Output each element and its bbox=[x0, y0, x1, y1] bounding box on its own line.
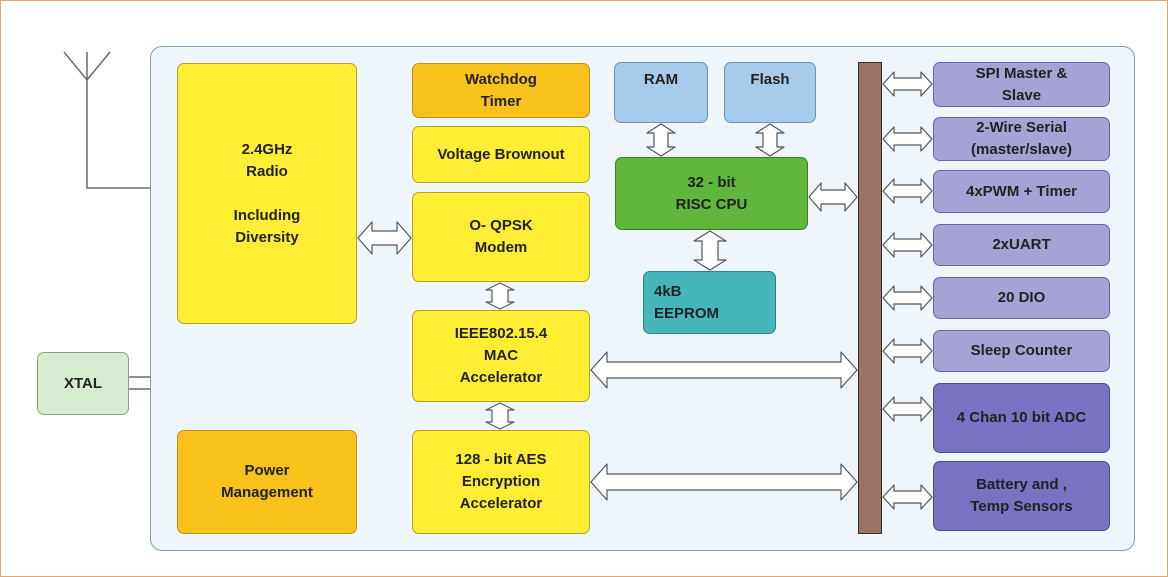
mac-accelerator-block: IEEE802.15.4 MAC Accelerator bbox=[412, 310, 590, 402]
arrow-cpu-bus bbox=[808, 182, 858, 212]
arrow-bus-peripheral-6 bbox=[882, 396, 933, 422]
flash-block: Flash bbox=[724, 62, 816, 123]
arrow-mac-aes bbox=[485, 402, 515, 430]
arrow-bus-peripheral-2 bbox=[882, 178, 933, 204]
peripheral-dio: 20 DIO bbox=[933, 277, 1110, 319]
eeprom-block: 4kB EEPROM bbox=[643, 271, 776, 334]
peripheral-sensors: Battery and , Temp Sensors bbox=[933, 461, 1110, 531]
peripheral-uart: 2xUART bbox=[933, 224, 1110, 266]
power-management-block: Power Management bbox=[177, 430, 357, 534]
arrow-aes-bus bbox=[590, 463, 858, 501]
voltage-brownout-block: Voltage Brownout bbox=[412, 126, 590, 183]
arrow-bus-peripheral-4 bbox=[882, 285, 933, 311]
peripheral-pwm-timer: 4xPWM + Timer bbox=[933, 170, 1110, 213]
arrow-bus-peripheral-0 bbox=[882, 71, 933, 97]
peripheral-bus bbox=[858, 62, 882, 534]
arrow-flash-cpu bbox=[755, 123, 785, 157]
watchdog-timer-block: Watchdog Timer bbox=[412, 63, 590, 118]
arrow-bus-peripheral-5 bbox=[882, 338, 933, 364]
arrow-radio-modem bbox=[357, 221, 412, 255]
arrow-mac-bus bbox=[590, 351, 858, 389]
peripheral-spi: SPI Master & Slave bbox=[933, 62, 1110, 107]
peripheral-2wire-serial: 2-Wire Serial (master/slave) bbox=[933, 117, 1110, 161]
xtal-block: XTAL bbox=[37, 352, 129, 415]
radio-block: 2.4GHz Radio Including Diversity bbox=[177, 63, 357, 324]
arrow-modem-mac bbox=[485, 282, 515, 310]
cpu-block: 32 - bit RISC CPU bbox=[615, 157, 808, 230]
arrow-cpu-eeprom bbox=[693, 230, 727, 271]
modem-block: O- QPSK Modem bbox=[412, 192, 590, 282]
ram-block: RAM bbox=[614, 62, 708, 123]
arrow-ram-cpu bbox=[646, 123, 676, 157]
peripheral-sleep-counter: Sleep Counter bbox=[933, 330, 1110, 372]
peripheral-adc: 4 Chan 10 bit ADC bbox=[933, 383, 1110, 453]
arrow-bus-peripheral-7 bbox=[882, 484, 933, 510]
arrow-bus-peripheral-3 bbox=[882, 232, 933, 258]
xtal-connection bbox=[128, 376, 150, 390]
aes-accelerator-block: 128 - bit AES Encryption Accelerator bbox=[412, 430, 590, 534]
antenna-icon bbox=[63, 51, 150, 189]
arrow-bus-peripheral-1 bbox=[882, 126, 933, 152]
